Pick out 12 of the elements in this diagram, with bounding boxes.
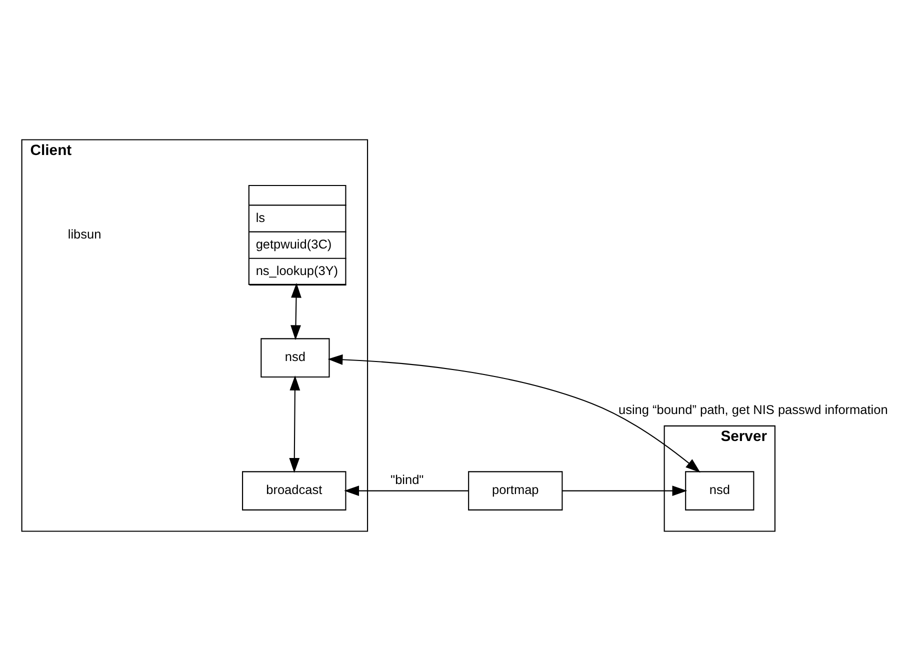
arrow (328, 354, 700, 473)
edge-label: "bind" (390, 472, 424, 488)
arrow (562, 486, 688, 496)
node-box: nsd (260, 338, 330, 378)
arrow (290, 282, 302, 340)
arrow (289, 375, 300, 473)
node-box: nsd (685, 471, 754, 510)
node-box: broadcast (242, 471, 346, 510)
arrow (344, 486, 468, 496)
label: libsun (68, 226, 102, 242)
edge-label: using “bound” path, get NIS passwd information (618, 402, 888, 417)
node-box: portmap (468, 471, 563, 510)
